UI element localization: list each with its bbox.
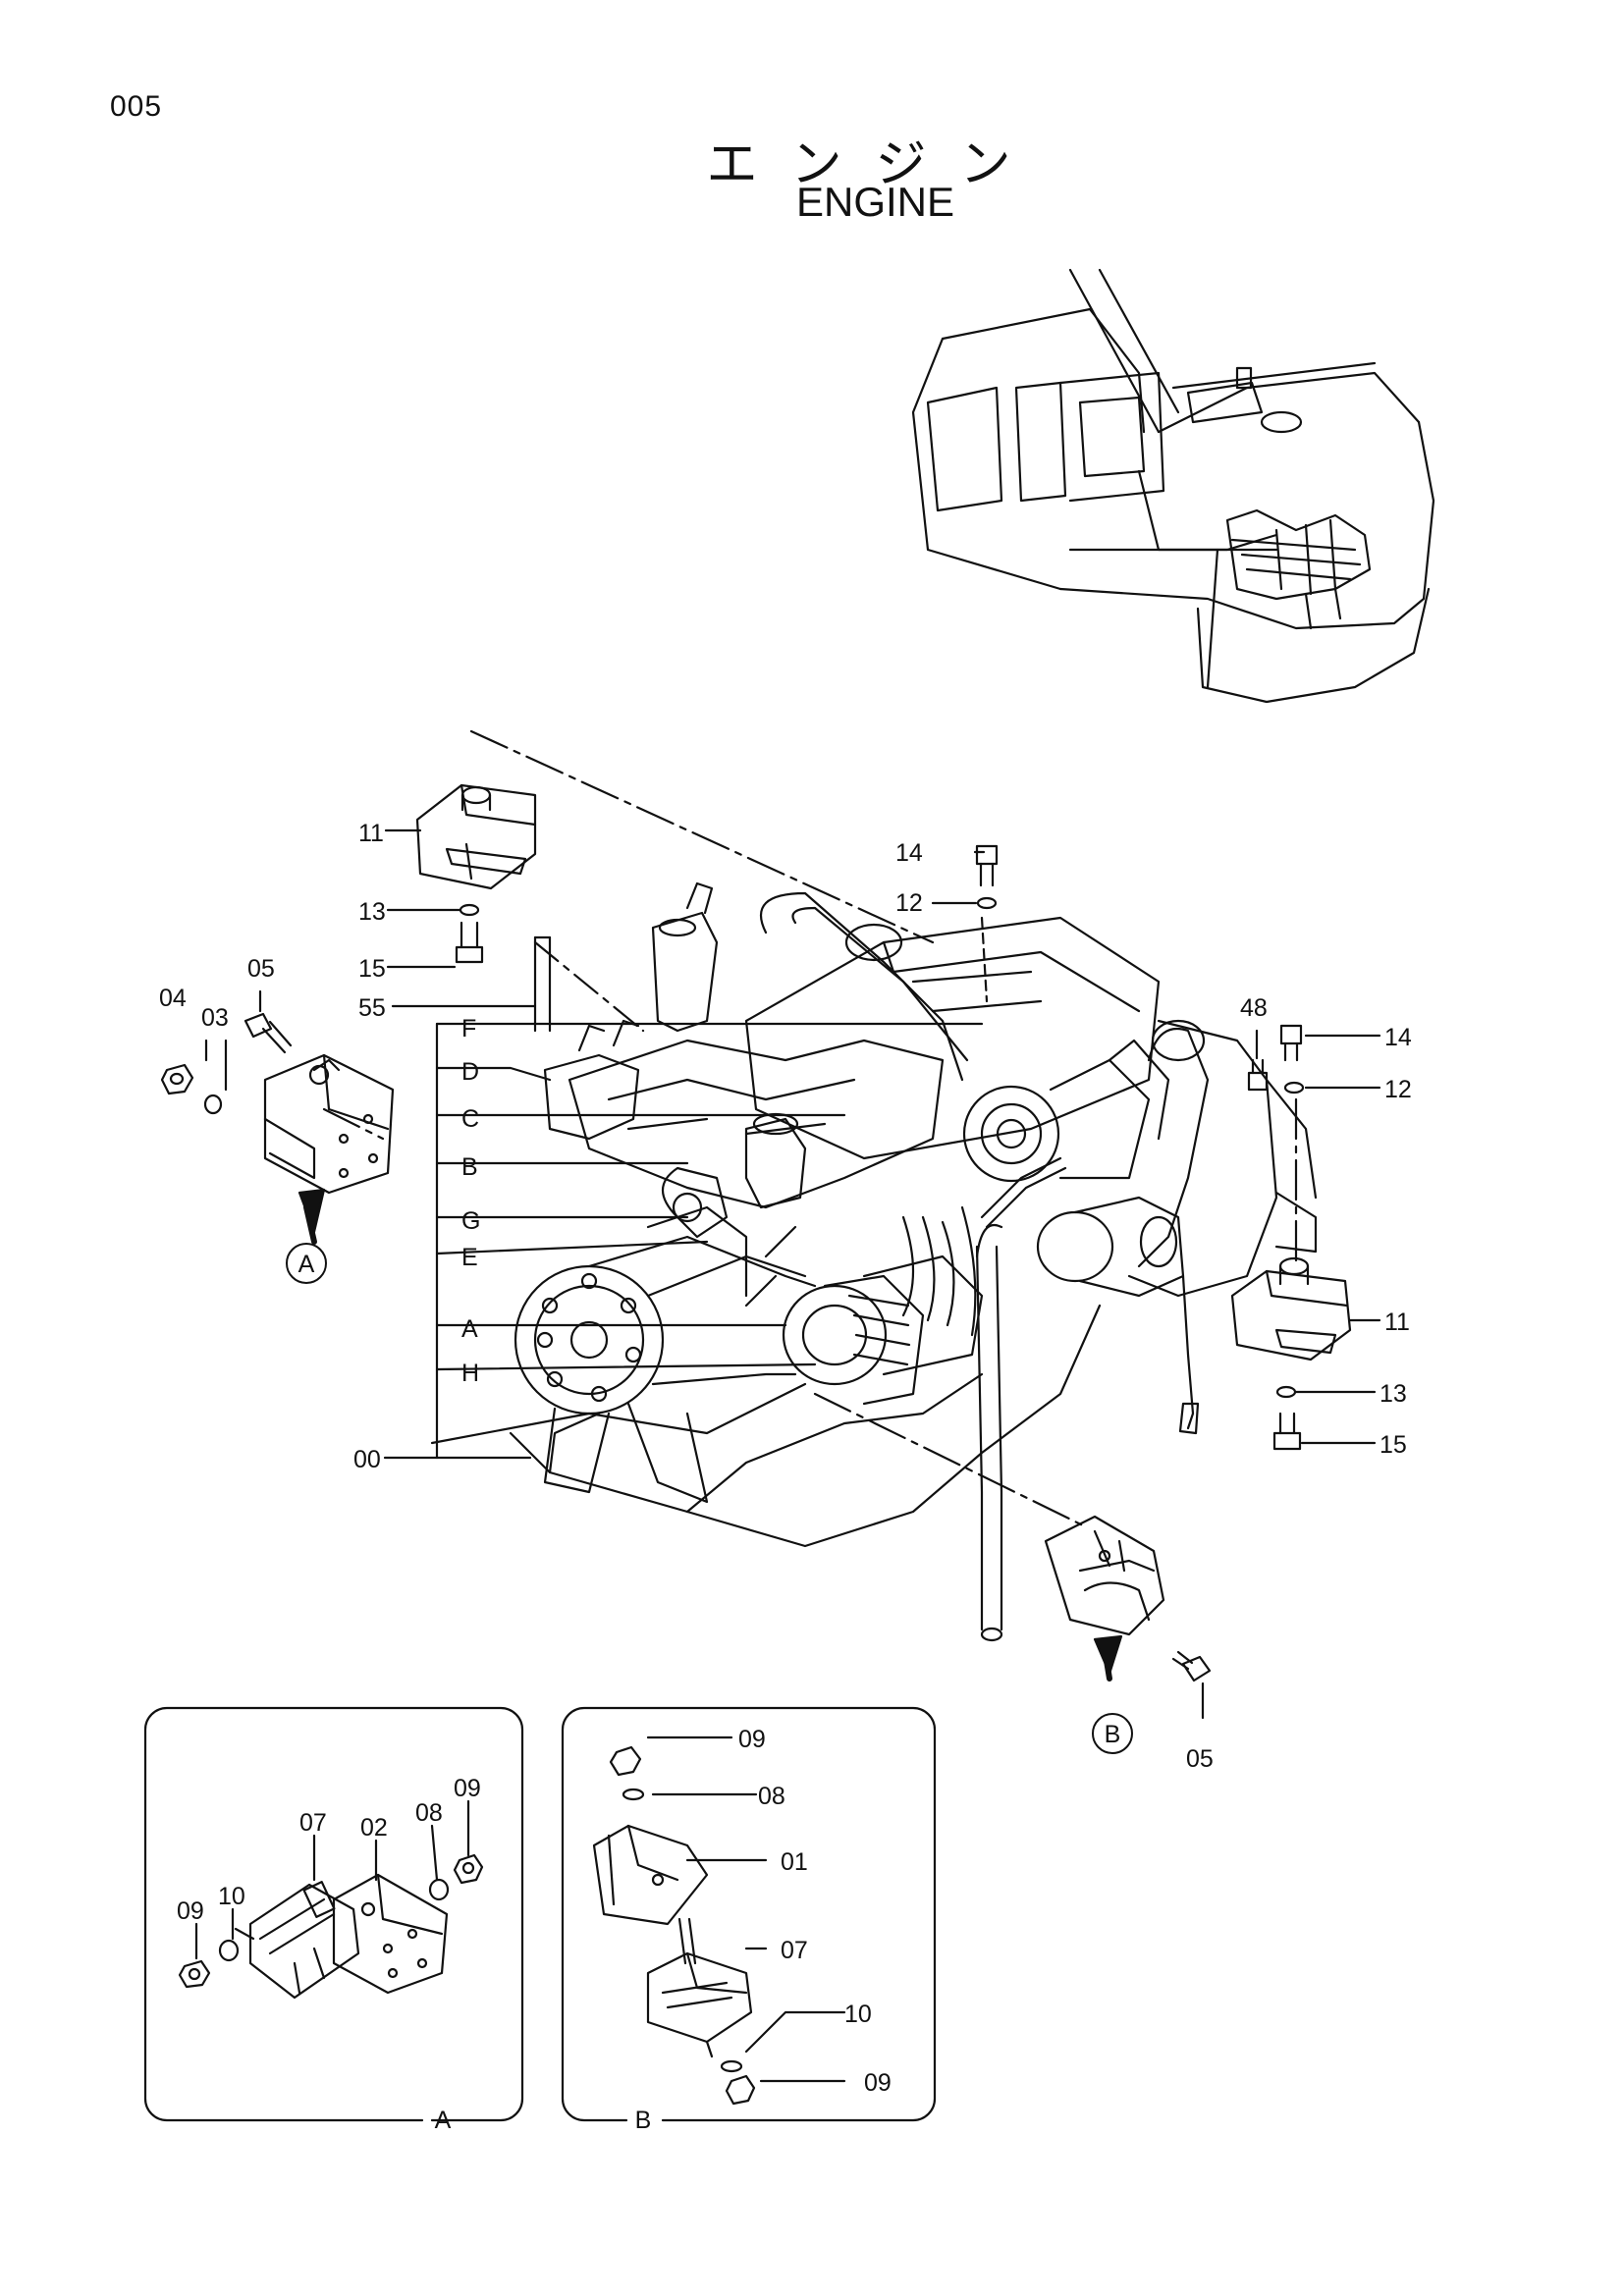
plug-48: [1247, 1058, 1269, 1092]
excavator-locator-illustration: [911, 268, 1435, 704]
washer-13-upper: [459, 903, 480, 917]
label-14-top: 14: [895, 839, 923, 867]
callout-b-letter: B: [1105, 1721, 1121, 1748]
label-14-right: 14: [1384, 1024, 1412, 1051]
detail-b-label-10: 10: [844, 2001, 872, 2028]
nut-04: [160, 1063, 194, 1095]
label-15-lower: 15: [1380, 1431, 1407, 1459]
detail-a-label-02: 02: [360, 1814, 388, 1842]
bolt-05-left: [243, 1012, 293, 1054]
label-B: B: [461, 1153, 478, 1181]
label-11-upper: 11: [358, 820, 384, 847]
engine-assembly-drawing: [509, 881, 1318, 1642]
label-H: H: [461, 1360, 479, 1387]
callout-a: A: [286, 1243, 327, 1284]
detail-b-caption: B: [635, 2107, 652, 2134]
label-F: F: [461, 1015, 476, 1042]
washer-03: [203, 1094, 223, 1115]
bolt-14-right: [1279, 1024, 1303, 1062]
label-13-lower: 13: [1380, 1380, 1407, 1408]
page-title-japanese: エンジン: [706, 135, 1045, 194]
label-05-left: 05: [247, 955, 275, 983]
label-03: 03: [201, 1004, 229, 1032]
detail-a-label-09-left: 09: [177, 1897, 204, 1925]
label-00: 00: [353, 1446, 381, 1473]
callout-a-letter: A: [298, 1251, 315, 1278]
detail-b-label-07: 07: [781, 1937, 808, 1964]
detail-b-panel: [561, 1706, 937, 2122]
washer-12-right: [1283, 1081, 1305, 1095]
label-05-right: 05: [1186, 1745, 1214, 1773]
label-15-upper: 15: [358, 955, 386, 983]
engine-bracket-right: [1044, 1515, 1165, 1636]
label-12-top: 12: [895, 889, 923, 917]
engine-mount-rear-right: [1230, 1256, 1352, 1362]
page-title: ENGINE: [795, 179, 955, 225]
detail-a-caption: A: [435, 2107, 452, 2134]
label-04: 04: [159, 985, 187, 1012]
engine-mount-front-left: [415, 783, 537, 890]
bolt-15-upper: [455, 921, 484, 964]
label-G: G: [461, 1207, 480, 1235]
bolt-14-top: [975, 844, 999, 887]
label-A: A: [461, 1315, 478, 1343]
label-13-upper: 13: [358, 898, 386, 926]
washer-13-lower: [1275, 1385, 1297, 1399]
detail-b-label-08: 08: [758, 1783, 785, 1810]
detail-a-label-10: 10: [218, 1883, 245, 1910]
bolt-15-lower: [1272, 1412, 1302, 1451]
callout-b: B: [1092, 1713, 1133, 1754]
detail-a-label-07: 07: [299, 1809, 327, 1837]
label-55: 55: [358, 994, 386, 1022]
detail-a-panel: [143, 1706, 524, 2122]
label-E: E: [461, 1244, 478, 1271]
detail-b-label-09-bottom: 09: [864, 2069, 892, 2097]
detail-a-label-09-right: 09: [454, 1775, 481, 1802]
engine-bracket-left: [263, 1053, 395, 1195]
detail-b-label-01: 01: [781, 1848, 808, 1876]
label-11-lower: 11: [1384, 1308, 1410, 1336]
washer-12-top: [976, 896, 998, 910]
label-C: C: [461, 1105, 479, 1133]
bolt-05-right: [1171, 1650, 1212, 1682]
page-number: 005: [110, 90, 163, 123]
label-12-right: 12: [1384, 1076, 1412, 1103]
detail-a-label-08: 08: [415, 1799, 443, 1827]
label-D: D: [461, 1058, 479, 1086]
label-48: 48: [1240, 994, 1268, 1022]
detail-b-label-09-top: 09: [738, 1726, 766, 1753]
